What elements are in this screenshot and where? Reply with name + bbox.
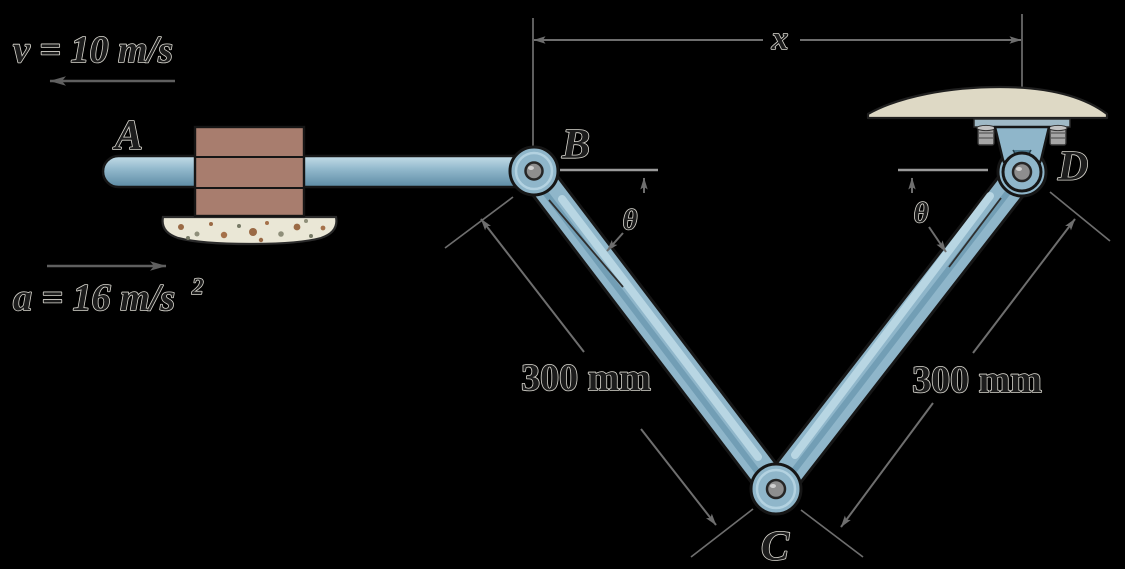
extension-line-d [1049, 191, 1111, 242]
dimension-line-bc-lower [640, 428, 717, 526]
speckle [293, 223, 301, 231]
pin-c-glint [770, 484, 776, 488]
speckle [178, 224, 184, 230]
seat [866, 85, 1109, 120]
pin-b-ring [514, 151, 554, 191]
speckle [237, 224, 241, 228]
theta-d-leader [928, 226, 947, 253]
link-cd-shade [786, 188, 1012, 480]
extension-line-c-right [800, 509, 864, 558]
dimension-cd-label: 300 mm [912, 359, 1042, 401]
pin-b [508, 145, 560, 197]
dimension-cd: 300 mm [800, 191, 1111, 558]
label-b: B [561, 122, 590, 168]
link-cd-centerline [948, 197, 1002, 268]
dimension-line-bc-upper [480, 218, 585, 353]
seat-assembly [866, 85, 1109, 198]
theta-annotation-d: θ [898, 168, 988, 253]
pin-d-pin [1011, 161, 1033, 183]
extension-line-c-left [690, 508, 754, 558]
ground-speckles [178, 219, 326, 243]
pin-d-glint [1016, 167, 1022, 171]
bolt-left [976, 124, 996, 146]
acceleration-annotation: a = 16 m/s 2 [12, 261, 204, 320]
speckle [278, 231, 284, 237]
speckle [194, 231, 200, 237]
pin-c [749, 462, 803, 516]
pin-c-pin [765, 478, 787, 500]
bolt-washer [1048, 124, 1068, 132]
speckle [304, 219, 308, 223]
speckle [220, 231, 228, 239]
link-bc [517, 154, 793, 506]
theta-b-leader [606, 232, 624, 252]
link-cd-highlight [791, 192, 994, 459]
slider-block [193, 125, 306, 218]
pin-c-ring [755, 468, 797, 510]
pin-b-pin [524, 161, 544, 181]
pin-b-glint [528, 166, 534, 170]
link-bc-highlight [558, 195, 762, 461]
speckle [186, 236, 190, 240]
dimension-line-cd-upper [972, 218, 1076, 354]
theta-annotation-b: θ [560, 168, 658, 252]
theta-d-label: θ [914, 198, 929, 229]
dimension-line-cd-lower [840, 402, 934, 528]
speckle [309, 234, 313, 238]
extension-line-b [444, 196, 514, 249]
link-bc-body [520, 157, 790, 503]
velocity-annotation: v = 10 m/s [12, 28, 175, 86]
speckle [209, 222, 213, 226]
link-bc-shade [538, 184, 769, 486]
label-d: D [1057, 144, 1088, 190]
dimension-x-label: x [771, 21, 789, 57]
dimension-x: x [532, 14, 1023, 147]
speckle [320, 225, 326, 231]
link-bc-centerline [548, 199, 624, 288]
label-c: C [761, 524, 790, 569]
link-cd [759, 155, 1039, 506]
theta-b-label: θ [623, 205, 638, 236]
speckle [258, 237, 264, 243]
rod-ab [101, 154, 552, 189]
speckle [249, 228, 257, 236]
label-a: A [112, 113, 143, 159]
ground-pad [161, 215, 338, 246]
acceleration-label: a = 16 m/s [13, 277, 175, 319]
dimension-bc: 300 mm [444, 196, 754, 558]
velocity-label: v = 10 m/s [13, 29, 173, 71]
bolt-right [1048, 124, 1068, 146]
speckle [265, 221, 269, 225]
acceleration-exponent: 2 [191, 274, 204, 299]
bolt-washer [976, 124, 996, 132]
slider-block-body [193, 125, 306, 218]
dimension-bc-label: 300 mm [521, 357, 651, 399]
